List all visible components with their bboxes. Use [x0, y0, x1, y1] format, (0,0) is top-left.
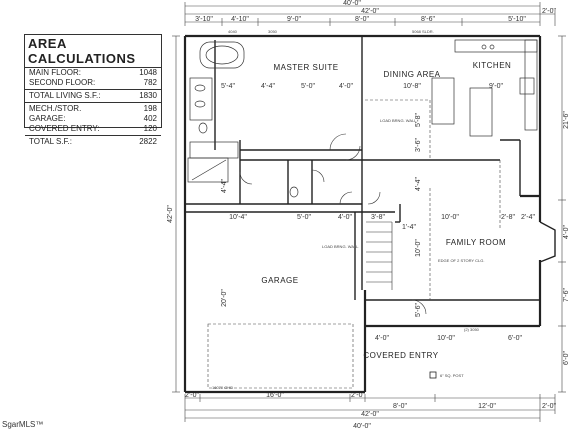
room-covered-entry: COVERED ENTRY [363, 351, 438, 360]
area-label: COVERED ENTRY: [29, 124, 100, 133]
dim-bottom-seg-3: 2'-0" [351, 392, 365, 399]
note-window-3050: 3050 [268, 29, 278, 34]
note-window-4040: 4040 [228, 29, 238, 34]
dim-int-4-0c: 4'-0" [375, 335, 389, 342]
kitchen-counters [431, 39, 538, 137]
area-row-covered-entry: COVERED ENTRY: 120 [25, 124, 161, 134]
area-label: MECH./STOR. [29, 104, 82, 113]
dim-int-10-8: 10'-8" [403, 83, 421, 90]
area-value: 1830 [139, 91, 157, 100]
area-row-total-living: TOTAL LIVING S.F.: 1830 [25, 89, 161, 101]
mls-watermark: SgarMLS™ [2, 420, 44, 429]
dim-bottom-seg-1: 2'-0" [185, 392, 199, 399]
area-label: SECOND FLOOR: [29, 78, 96, 87]
note-load-bearing-wall-1: LOAD BRNG. WALL [380, 118, 417, 123]
note-window-2-3050: (2) 3050 [464, 327, 480, 332]
dim-top-overall-1: 40'-0" [343, 0, 361, 7]
dim-int-9-0: 9'-0" [489, 83, 503, 90]
room-master-suite: MASTER SUITE [273, 63, 338, 72]
dim-bottom-overall-2: 40'-0" [353, 423, 371, 430]
area-label: GARAGE: [29, 114, 66, 123]
dim-bottom-seg-6: 2'-0" [542, 403, 556, 410]
room-family-room: FAMILY ROOM [446, 238, 506, 247]
area-label: TOTAL LIVING S.F.: [29, 91, 101, 100]
area-calculations-table: AREA CALCULATIONS MAIN FLOOR: 1048 SECON… [24, 34, 162, 146]
dim-int-5-8: 5'-8" [415, 113, 422, 127]
area-label: MAIN FLOOR: [29, 68, 82, 77]
entry-post [429, 371, 437, 379]
left-dimensions [172, 35, 180, 393]
bath-fixtures [187, 41, 299, 198]
dim-int-1-4: 1'-4" [402, 224, 416, 231]
dim-int-10-0c: 10'-0" [437, 335, 455, 342]
dim-int-4-0a: 4'-0" [339, 83, 353, 90]
dim-right-seg-1: 21'-6" [563, 111, 570, 129]
area-value: 402 [143, 114, 157, 123]
dim-int-5-4: 5'-4" [221, 83, 235, 90]
dim-int-4-4a: 4'-4" [261, 83, 275, 90]
dim-int-2-8: 2'-8" [501, 214, 515, 221]
staircase [366, 221, 393, 290]
dim-int-4-0b: 4'-0" [338, 214, 352, 221]
bottom-dimensions [184, 394, 556, 422]
area-row-second-floor: SECOND FLOOR: 782 [25, 78, 161, 88]
room-dining-area: DINING AREA [383, 70, 440, 79]
note-edge-of-2-story: EDGE OF 2 STORY CLG. [438, 258, 484, 263]
dim-int-3-8: 3'-8" [371, 214, 385, 221]
dim-bottom-seg-2: 16'-0" [266, 392, 284, 399]
area-value: 2822 [139, 137, 157, 146]
interior-walls [185, 36, 540, 327]
dim-top-seg-2: 4'-10" [231, 16, 249, 23]
dim-int-5-0a: 5'-0" [301, 83, 315, 90]
dim-int-20-0: 20'-0" [221, 289, 228, 307]
area-row-main-floor: MAIN FLOOR: 1048 [25, 68, 161, 78]
area-row-garage: GARAGE: 402 [25, 114, 161, 124]
dim-bottom-overall-1: 42'-0" [361, 411, 379, 418]
dim-int-10-0b: 10'-0" [415, 239, 422, 257]
area-row-mech-storage: MECH./STOR. 198 [25, 102, 161, 114]
area-value: 120 [143, 124, 157, 133]
dim-right-seg-2: 4'-0" [563, 225, 570, 239]
dashed-lines [207, 99, 501, 389]
area-value: 1048 [139, 68, 157, 77]
note-slider-5068: 5068 SLDR. [412, 29, 434, 34]
dim-right-seg-4: 6'-0" [563, 351, 570, 365]
dim-int-10-4: 10'-4" [229, 214, 247, 221]
room-garage: GARAGE [261, 276, 298, 285]
note-garage-door: 16070 OHD [212, 385, 233, 390]
dim-int-3-6: 3'-6" [415, 138, 422, 152]
dim-bottom-seg-4: 8'-0" [393, 403, 407, 410]
dim-int-2-4: 2'-4" [521, 214, 535, 221]
dim-bottom-seg-5: 12'-0" [478, 403, 496, 410]
dim-top-right-offset: 2'-0" [542, 8, 556, 15]
dim-int-4-4c: 4'-4" [415, 177, 422, 191]
dim-left-overall: 42'-0" [167, 205, 174, 223]
dim-top-seg-4: 8'-0" [355, 16, 369, 23]
area-row-total-sf: TOTAL S.F.: 2822 [25, 135, 161, 147]
dim-int-5-0b: 5'-0" [297, 214, 311, 221]
bay-window [539, 221, 556, 263]
dim-top-overall-2: 42'-0" [361, 8, 379, 15]
dim-int-10-0a: 10'-0" [441, 214, 459, 221]
area-label: TOTAL S.F.: [29, 137, 72, 146]
dim-int-5-6: 5'-6" [415, 303, 422, 317]
dim-int-4-4b: 4'-4" [221, 179, 228, 193]
dim-top-seg-3: 9'-0" [287, 16, 301, 23]
note-load-bearing-wall-2: LOAD BRNG. WALL [322, 244, 359, 249]
dim-top-seg-6: 5'-10" [508, 16, 526, 23]
dim-top-seg-5: 8'-6" [421, 16, 435, 23]
area-value: 198 [143, 104, 157, 113]
top-dimensions [184, 2, 556, 26]
room-kitchen: KITCHEN [473, 61, 512, 70]
area-value: 782 [143, 78, 157, 87]
doors [239, 133, 427, 315]
dim-int-6-0: 6'-0" [508, 335, 522, 342]
dim-top-seg-1: 3'-10" [195, 16, 213, 23]
dim-right-seg-3: 7'-6" [563, 288, 570, 302]
note-post: 6" SQ. POST [440, 373, 464, 378]
right-dimensions [558, 35, 566, 393]
area-calculations-title: AREA CALCULATIONS [25, 35, 161, 68]
